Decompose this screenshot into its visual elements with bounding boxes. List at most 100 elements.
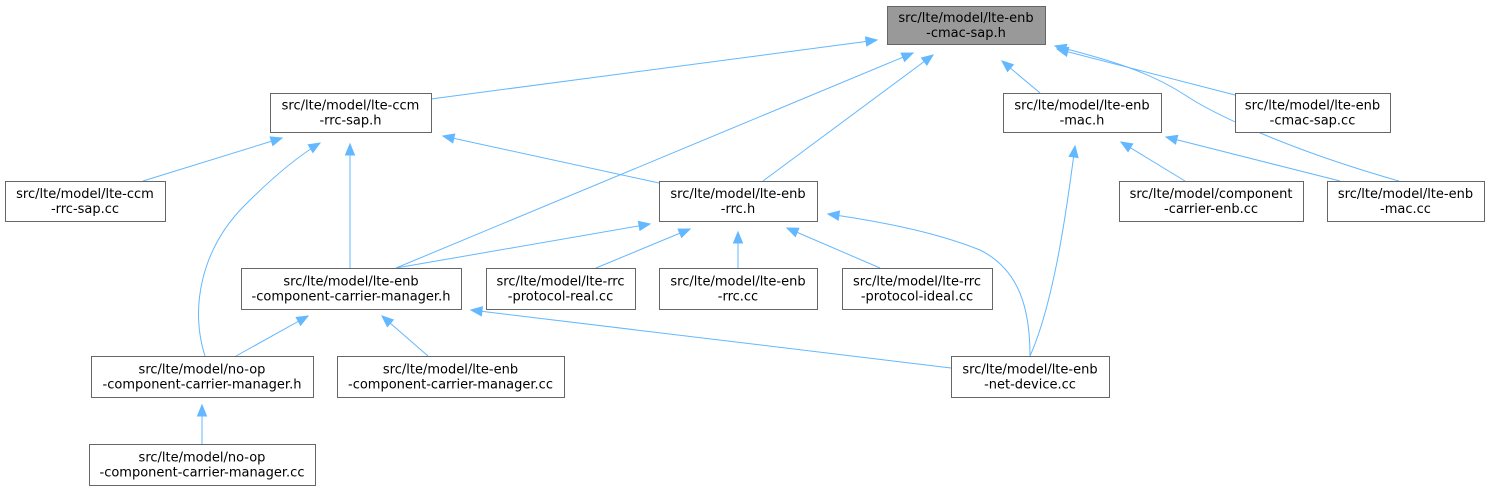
node-box [1003, 93, 1162, 133]
node-label-line2: -component-carrier-manager.cc [348, 378, 553, 393]
edge-line [142, 137, 283, 182]
node-ccm-h[interactable]: src/lte/model/lte-ccm-rrc-sap.h [270, 93, 432, 133]
edge-noop_h-to-ccm_mgr_h [235, 315, 310, 357]
node-ccm-mgr-cc[interactable]: src/lte/model/lte-enb-component-carrier-… [337, 356, 565, 398]
node-box [1327, 181, 1485, 222]
edge-mac_cc-to-root [1053, 43, 1400, 182]
edge-ccm_mgr_h-to-root [395, 52, 915, 269]
node-label-line1: src/lte/model/lte-rrc [853, 275, 981, 290]
node-box [1119, 181, 1304, 222]
edge-ccm_h-to-root [430, 36, 879, 100]
node-label-line2: -component-carrier-manager.h [252, 290, 451, 305]
node-label-line2: -rrc-sap.h [319, 114, 381, 129]
edge-mac_cc-to-mac_h [1164, 134, 1341, 182]
edge-arrowhead [1164, 134, 1179, 145]
edge-arrowhead [196, 403, 208, 417]
node-label-line1: src/lte/model/lte-enb [670, 275, 805, 290]
edge-line [395, 52, 914, 269]
node-box [337, 356, 565, 398]
edge-arrowhead [826, 210, 841, 221]
edge-rrc_h-to-ccm_h [441, 133, 660, 184]
edge-rrc_h-to-root [762, 54, 935, 182]
edge-arrowhead [1053, 43, 1068, 54]
node-label-line2: -net-device.cc [984, 378, 1076, 393]
edge-line [1029, 145, 1076, 357]
edge-line [1056, 48, 1236, 96]
node-ccm-mgr-h[interactable]: src/lte/model/lte-enb-component-carrier-… [241, 268, 462, 310]
edge-arrowhead [677, 228, 692, 239]
edge-noop_cc-to-noop_h [196, 403, 208, 444]
node-label-line2: -protocol-ideal.cc [861, 290, 973, 305]
edge-arrowhead [469, 306, 484, 317]
edge-line [1165, 136, 1341, 182]
node-label-line1: src/lte/model/lte-rrc [496, 275, 624, 290]
edge-real_cc-to-rrc_h [595, 228, 692, 269]
node-noop-cc[interactable]: src/lte/model/no-op-component-carrier-ma… [89, 444, 316, 486]
node-label-line2: -rrc.h [721, 202, 755, 217]
edge-line [197, 142, 321, 357]
node-box [270, 93, 432, 133]
edge-cmac_cc-to-root [1055, 46, 1236, 96]
edge-ideal_cc-to-rrc_h [785, 227, 881, 269]
edge-arrowhead [344, 142, 356, 156]
edge-arrowhead [785, 227, 800, 238]
edge-arrowhead [1068, 144, 1079, 159]
edge-line [827, 213, 1031, 357]
edge-line [470, 309, 952, 369]
node-rrc-cc[interactable]: src/lte/model/lte-enb-rrc.cc [659, 268, 818, 310]
node-label-line2: -rrc-sap.cc [51, 202, 119, 217]
node-rrc-h[interactable]: src/lte/model/lte-enb-rrc.h [659, 181, 818, 222]
node-label-line1: src/lte/model/lte-enb [898, 11, 1033, 26]
edge-netdev_cc-to-rrc_h [826, 210, 1031, 357]
node-label-line2: -rrc.cc [718, 290, 758, 305]
edge-arrowhead [900, 52, 915, 63]
edge-line [762, 54, 934, 182]
node-box [89, 444, 316, 486]
edge-line [786, 227, 881, 269]
node-label-line2: -protocol-real.cc [508, 290, 613, 305]
node-label-line2: -component-carrier-manager.cc [100, 466, 305, 481]
node-label-line2: -cmac-sap.cc [1270, 114, 1356, 129]
edge-rrc_cc-to-rrc_h [732, 230, 744, 268]
edge-arrowhead [920, 54, 935, 67]
edge-line [235, 315, 309, 357]
node-box [91, 356, 314, 398]
node-root: src/lte/model/lte-enb-cmac-sap.h [887, 6, 1046, 45]
node-ideal-cc[interactable]: src/lte/model/lte-rrc-protocol-ideal.cc [842, 268, 993, 310]
node-label-line1: src/lte/model/no-op [139, 363, 266, 378]
node-label-line2: -mac.h [1060, 114, 1105, 129]
edge-arrowhead [864, 36, 879, 47]
node-mac-cc[interactable]: src/lte/model/lte-enb-mac.cc [1327, 181, 1485, 222]
node-noop-h[interactable]: src/lte/model/no-op-component-carrier-ma… [91, 356, 314, 398]
edge-ccm_mgr_h-to-rrc_h [395, 220, 652, 269]
edge-arrowhead [381, 315, 395, 328]
node-label-line1: src/lte/model/lte-ccm [282, 99, 420, 114]
node-cmac-cc[interactable]: src/lte/model/lte-enb-cmac-sap.cc [1235, 93, 1391, 133]
node-label-line1: src/lte/model/lte-enb [962, 363, 1097, 378]
node-box [951, 356, 1110, 398]
node-comp-cc[interactable]: src/lte/model/component-carrier-enb.cc [1119, 181, 1304, 222]
edge-ccm_mgr_cc-to-ccm_mgr_h [381, 315, 429, 357]
node-box [241, 268, 462, 310]
edge-comp_cc-to-mac_h [1119, 141, 1186, 182]
node-label-line2: -cmac-sap.h [926, 26, 1006, 41]
node-box [659, 268, 818, 310]
edge-mac_h-to-root [1000, 60, 1041, 94]
edge-arrowhead [441, 133, 456, 144]
node-real-cc[interactable]: src/lte/model/lte-rrc-protocol-real.cc [486, 268, 636, 310]
edge-ccm_mgr_h-to-ccm_h [344, 142, 356, 268]
node-label-line1: src/lte/model/lte-enb [1338, 187, 1473, 202]
edge-arrowhead [637, 220, 652, 232]
node-label-line1: src/lte/model/lte-enb [670, 187, 805, 202]
node-netdev-cc[interactable]: src/lte/model/lte-enb-net-device.cc [951, 356, 1110, 398]
edge-arrowhead [295, 315, 310, 327]
node-mac-h[interactable]: src/lte/model/lte-enb-mac.h [1003, 93, 1162, 133]
edge-line [1054, 45, 1400, 182]
node-ccm-cc[interactable]: src/lte/model/lte-ccm-rrc-sap.cc [5, 181, 166, 222]
edges-layer [142, 36, 1400, 444]
node-label-line1: src/lte/model/lte-enb [383, 363, 518, 378]
node-label-line2: -mac.cc [1380, 202, 1431, 217]
edge-netdev_cc-to-mac_h [1029, 144, 1079, 357]
edge-line [595, 228, 691, 269]
node-label-line1: src/lte/model/component [1130, 187, 1293, 202]
